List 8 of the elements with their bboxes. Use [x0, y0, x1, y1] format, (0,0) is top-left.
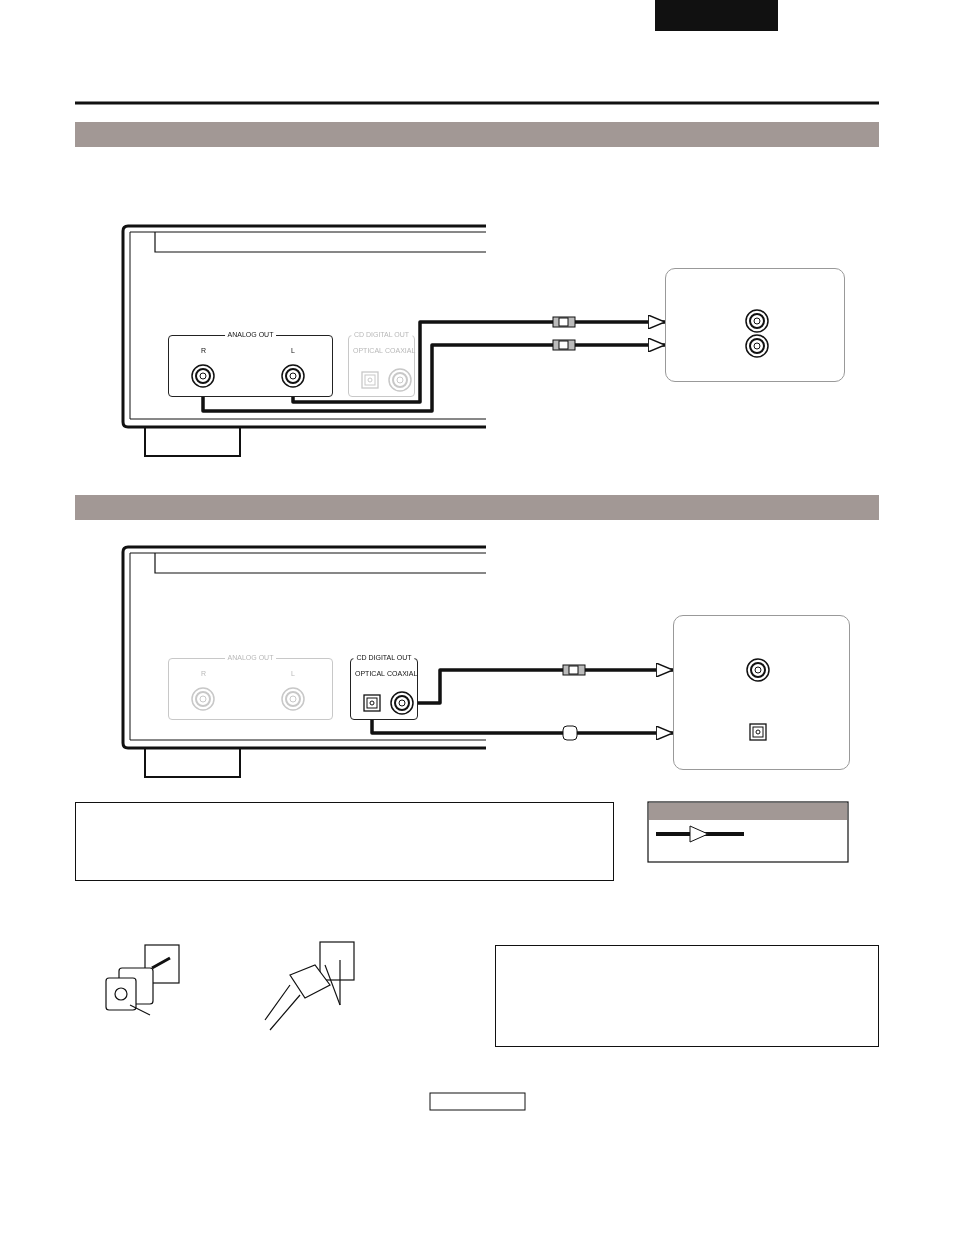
cable-arrow	[291, 314, 666, 404]
note-box	[75, 802, 614, 881]
amplifier-panel	[673, 615, 850, 770]
cable-arrow	[201, 337, 666, 413]
cable-arrow	[418, 662, 674, 705]
cable-arrow	[370, 720, 674, 741]
amplifier-panel	[665, 268, 845, 382]
note-box	[495, 945, 879, 1047]
